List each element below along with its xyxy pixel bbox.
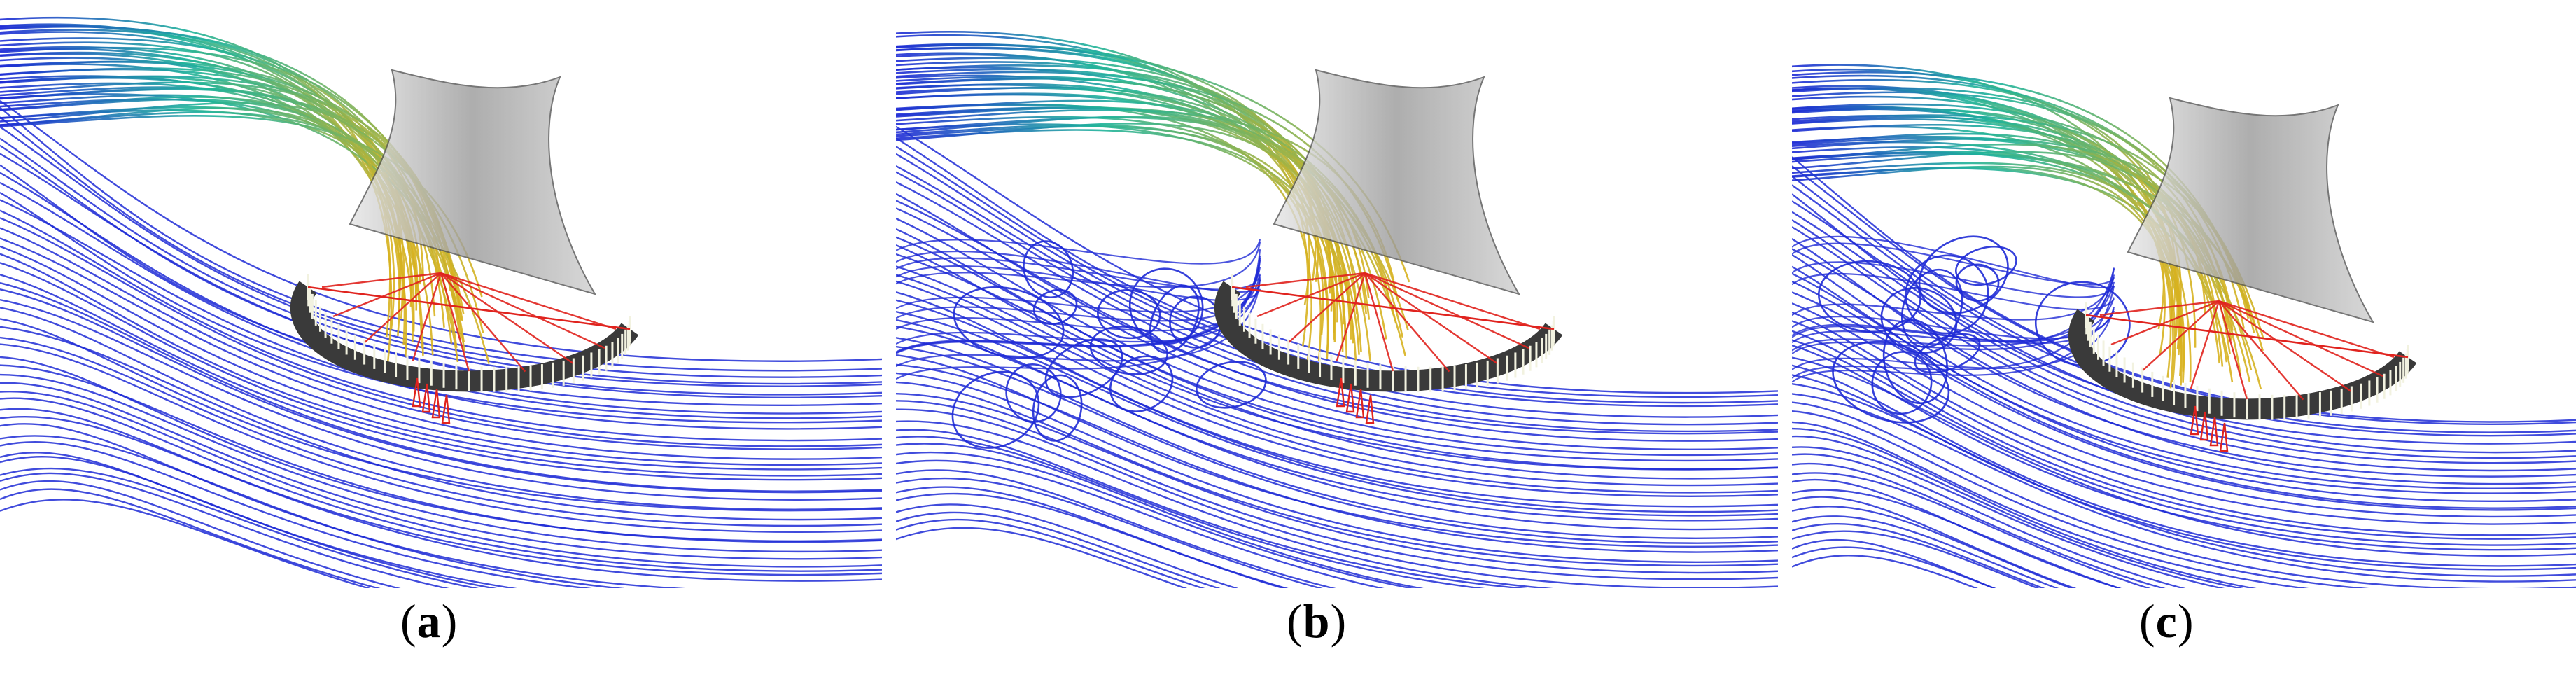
stator-markers bbox=[412, 377, 451, 424]
intake-casing bbox=[349, 69, 597, 295]
rotor-fan bbox=[290, 272, 639, 392]
streamline-render-b bbox=[896, 31, 1778, 588]
caption-b: (b) bbox=[1287, 594, 1348, 648]
caption-a: (a) bbox=[400, 594, 458, 648]
streamline-render-a bbox=[0, 16, 882, 588]
intake-casing bbox=[1273, 69, 1521, 295]
caption-c: (c) bbox=[2139, 594, 2194, 648]
stator-markers bbox=[2190, 405, 2229, 452]
rotor-fan bbox=[1214, 272, 1563, 392]
streamline-render-c bbox=[1792, 64, 2576, 588]
lower-streamlines bbox=[896, 125, 1778, 588]
panel-b: (b) bbox=[896, 0, 1778, 675]
rotor-fan bbox=[2068, 300, 2417, 420]
panel-a: (a) bbox=[0, 0, 882, 675]
panel-c: (c) bbox=[1792, 0, 2576, 675]
recirculation-loops bbox=[896, 239, 1267, 449]
intake-casing bbox=[2127, 97, 2375, 323]
lower-streamlines bbox=[0, 99, 882, 588]
stator-markers bbox=[1336, 377, 1375, 424]
